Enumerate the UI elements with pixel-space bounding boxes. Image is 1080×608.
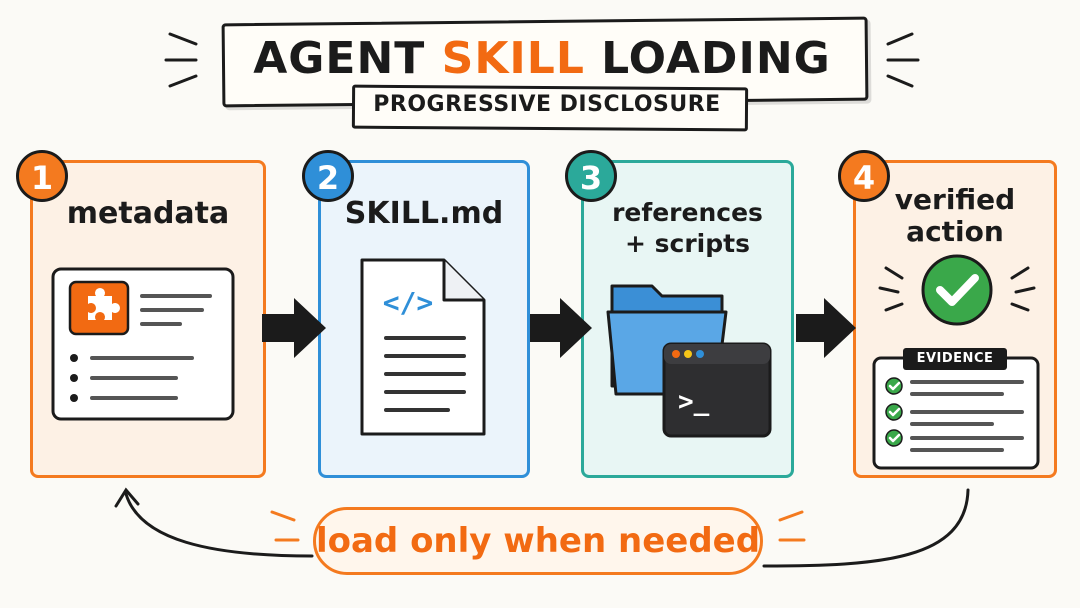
puzzle-icon — [68, 280, 130, 336]
title-accent: SKILL — [441, 33, 585, 84]
step-1-badge: 1 — [16, 150, 68, 202]
page-subtitle: PROGRESSIVE DISCLOSURE — [373, 92, 721, 117]
terminal-prompt: >_ — [678, 387, 710, 417]
step-4-label-line2: action — [906, 215, 1004, 248]
evidence-tag: EVIDENCE — [903, 348, 1007, 370]
footer-pill — [313, 507, 763, 575]
arrow-right-icon — [530, 298, 592, 358]
title-suffix: LOADING — [584, 33, 831, 84]
step-4-badge: 4 — [838, 150, 890, 202]
step-3-label-line1: references — [612, 198, 763, 227]
skill-document: </> — [360, 258, 486, 436]
footer-caption: load only when needed — [315, 521, 761, 561]
page-title: AGENT SKILL LOADING — [222, 26, 862, 92]
step-2-badge: 2 — [302, 150, 354, 202]
arrow-right-icon — [796, 298, 856, 358]
step-2-label: SKILL.md — [344, 196, 504, 231]
references-illustration: >_ — [606, 284, 772, 438]
step-4-label-line1: verified — [894, 183, 1016, 216]
step-3-badge: 3 — [565, 150, 617, 202]
checkmark-icon — [921, 254, 993, 326]
arrow-right-icon — [262, 298, 326, 358]
terminal-icon: >_ — [662, 342, 772, 438]
loop-arrow-icon — [114, 487, 970, 568]
verified-illustration — [872, 254, 1040, 470]
step-1-label: metadata — [66, 196, 230, 231]
document-code-icon: </> — [383, 286, 434, 319]
step-3-label-line2: + scripts — [625, 229, 750, 258]
metadata-card — [51, 267, 235, 421]
title-prefix: AGENT — [253, 33, 442, 84]
